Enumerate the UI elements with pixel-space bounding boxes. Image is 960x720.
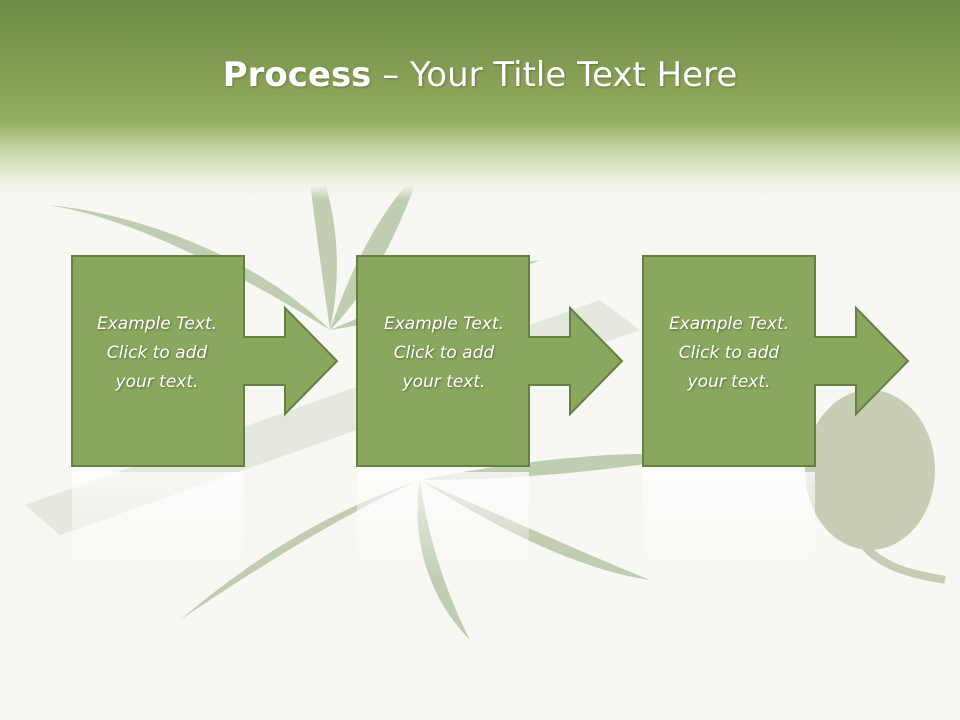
step-3-line-3: your text.	[687, 372, 771, 392]
step-3-reflection	[643, 472, 815, 582]
step-3-line-2: Click to add	[678, 343, 780, 363]
step-1-reflection	[72, 472, 244, 582]
step-1-arrow-callout[interactable]	[71, 255, 341, 467]
step-1-line-2: Click to add	[106, 343, 208, 363]
title-strong-text: Process	[222, 55, 372, 95]
step-3-line-1: Example Text.	[668, 314, 790, 334]
step-3-text[interactable]: Example Text. Click to add your text.	[643, 310, 815, 397]
step-2-line-1: Example Text.	[383, 314, 505, 334]
title-rest-text: – Your Title Text Here	[371, 55, 738, 95]
step-2-line-2: Click to add	[393, 343, 495, 363]
step-1-text[interactable]: Example Text. Click to add your text.	[71, 310, 243, 397]
slide-title[interactable]: Process – Your Title Text Here	[0, 50, 960, 100]
step-1-line-1: Example Text.	[96, 314, 218, 334]
step-2-arrow-callout[interactable]	[356, 255, 626, 467]
step-1-line-3: your text.	[115, 372, 199, 392]
step-2-line-3: your text.	[402, 372, 486, 392]
step-3-arrow-callout[interactable]	[642, 255, 912, 467]
step-2-reflection	[357, 472, 529, 582]
title-band	[0, 0, 960, 200]
step-2-text[interactable]: Example Text. Click to add your text.	[358, 310, 530, 397]
